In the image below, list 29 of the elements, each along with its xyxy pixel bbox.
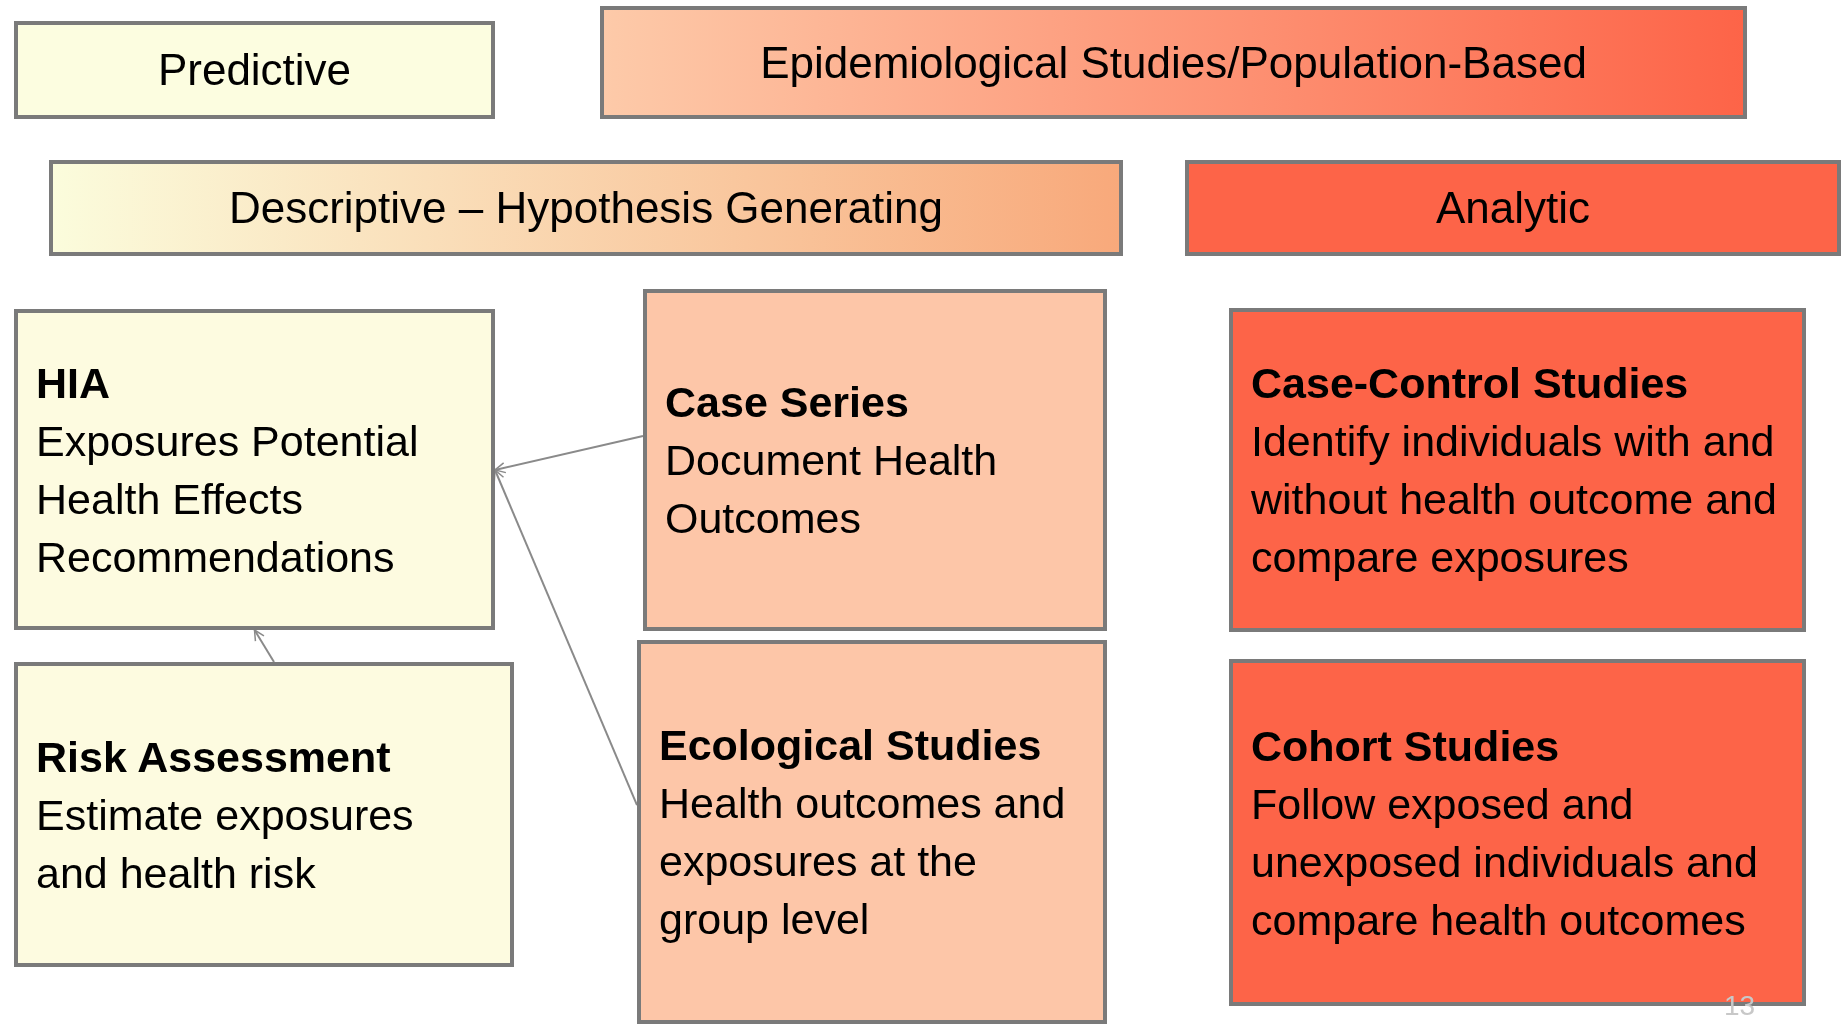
- box-text: Health outcomes and exposures at the group level: [659, 778, 1067, 945]
- box-text: Recommendations: [36, 531, 396, 583]
- box-text: Estimate exposures and health risk: [36, 789, 415, 899]
- box-text: Predictive: [157, 45, 352, 95]
- text-box: [637, 640, 1107, 1024]
- box-heading: Case-Control Studies: [1251, 358, 1690, 409]
- box-text: Document Health Outcomes: [665, 435, 999, 544]
- box-text: Health Effects: [36, 473, 304, 525]
- box-heading: Case Series: [665, 377, 910, 428]
- header-box: [49, 160, 1123, 256]
- header-box: [1185, 160, 1841, 256]
- box-heading: Ecological Studies: [659, 720, 1043, 771]
- text-box: [14, 309, 495, 630]
- header-box: [600, 6, 1747, 119]
- box-heading: Cohort Studies: [1251, 720, 1561, 772]
- box-text: Identify individuals with and without health outcome and compare exposures: [1251, 416, 1778, 583]
- box-heading: Risk Assessment: [36, 731, 392, 783]
- box-text: Follow exposed and unexposed individuals and compare health outcomes: [1251, 778, 1759, 946]
- box-heading: HIA: [36, 357, 112, 409]
- arrow: [494, 435, 644, 474]
- box-text: Exposures Potential: [36, 415, 420, 467]
- text-box: [643, 289, 1107, 631]
- box-text: Epidemiological Studies/Population-Based: [760, 37, 1587, 88]
- box-text: Analytic: [1435, 183, 1591, 233]
- box-text: Descriptive – Hypothesis Generating: [228, 183, 944, 233]
- arrow: [253, 629, 275, 663]
- text-box: [1229, 308, 1806, 632]
- text-box: [14, 662, 514, 967]
- header-box: [14, 21, 495, 119]
